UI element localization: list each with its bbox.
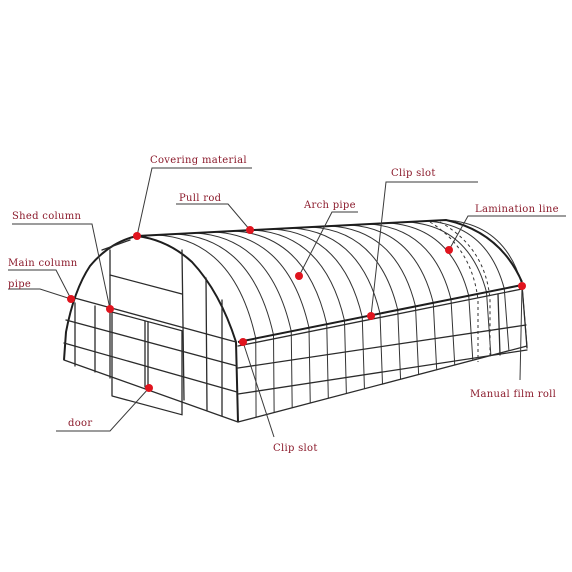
greenhouse-structure [63,218,528,423]
marker-main-column-pipe [67,295,75,303]
arch-pipes [156,219,528,418]
arch-pipe-1 [156,234,257,418]
arch-pipe-4 [214,231,311,404]
front-arch [63,234,239,423]
marker-clip-slot-top [367,312,375,320]
label-clip-slot-top: Clip slot [391,168,436,179]
arch-pipe-12 [368,223,456,366]
label-clip-slot-bottom: Clip slot [273,443,318,454]
arch-pipe-5 [233,230,329,399]
label-shed-column: Shed column [12,211,82,222]
arch-pipe-2 [175,233,275,413]
marker-clip-slot-bottom [239,338,247,346]
arch-pipe-6 [252,229,347,394]
arch-pipe-14 [407,221,492,356]
callout-labels: Covering material Pull rod Arch pipe Cli… [8,155,559,454]
label-covering-material: Covering material [150,155,247,166]
arch-pipe-3 [194,232,293,408]
marker-pull-rod [246,226,254,234]
markers [67,226,526,392]
front-gable-columns [74,249,223,417]
arch-pipe-13 [388,222,474,361]
label-lamination-line: Lamination line [475,204,559,215]
arch-pipe-9 [310,226,402,380]
ridge-line [136,218,523,283]
label-main-column: Main column [8,258,78,269]
back-end-posts [497,284,528,356]
arch-pipe-15 [426,220,510,351]
label-door: door [68,418,92,429]
marker-manual-film-roll [518,282,526,290]
label-pipe: pipe [8,279,31,290]
door-frame [111,311,183,416]
marker-covering-material [133,232,141,240]
marker-lamination-line [445,246,453,254]
marker-arch-pipe [295,272,303,280]
label-manual-film-roll: Manual film roll [470,389,556,400]
arch-pipe-11 [349,224,438,370]
marker-shed-column [106,305,114,313]
side-purlins [237,284,528,423]
label-arch-pipe: Arch pipe [303,200,356,211]
marker-door [145,384,153,392]
leader-lines [8,167,566,438]
arch-pipe-10 [330,225,420,375]
arch-pipe-7 [272,228,365,389]
lamination-line [429,221,491,362]
arch-pipe-8 [291,227,383,385]
label-pull-rod: Pull rod [179,193,222,204]
